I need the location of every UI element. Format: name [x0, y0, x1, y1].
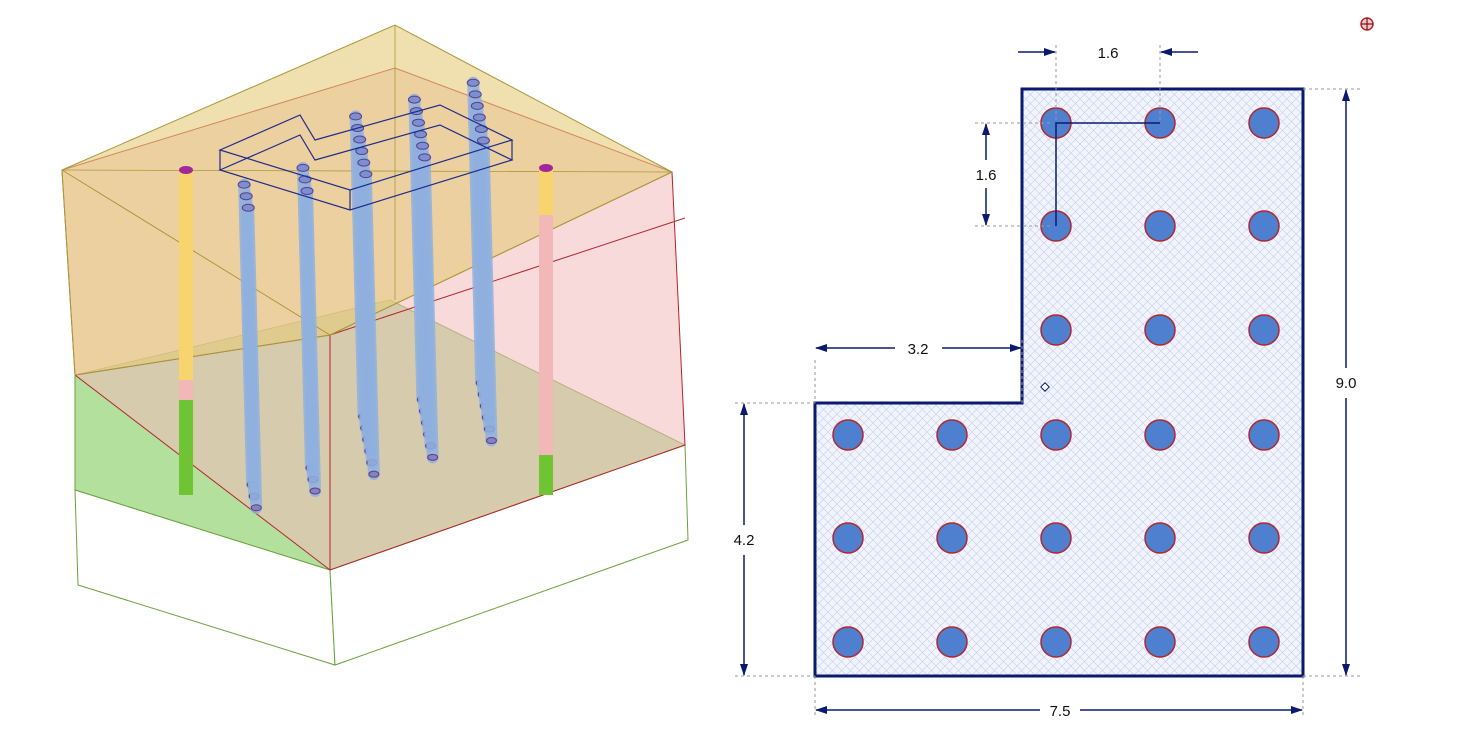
plan-pile — [1248, 314, 1280, 346]
pile-3d-head — [472, 113, 486, 122]
dim-label-total-width: 7.5 — [1050, 703, 1071, 720]
pile-3d-tip — [427, 453, 439, 461]
pile-3d-head — [355, 147, 369, 156]
pile-3d-tip — [485, 437, 497, 445]
plan-pile — [832, 419, 864, 451]
plan-pile — [936, 626, 968, 658]
plan-pile — [1040, 626, 1072, 658]
pile-cap-outline — [218, 104, 514, 211]
dim-pile-spacing-x: 1.6 — [1018, 45, 1198, 62]
pile-3d-shaft — [477, 134, 498, 447]
plan-pile — [1040, 314, 1072, 346]
pile-3d-shaft — [418, 151, 439, 464]
plan-pile — [936, 419, 968, 451]
spacing-reference — [1055, 122, 1160, 226]
pile-3d-head — [357, 158, 371, 167]
pile-3d-head — [237, 180, 251, 189]
plan-pile — [1144, 314, 1176, 346]
plan-pile — [1248, 522, 1280, 554]
plan-pile — [1144, 210, 1176, 242]
plan-pile — [936, 522, 968, 554]
dim-total-height: 9.0 — [1336, 89, 1357, 676]
pile-3d-shaft — [242, 201, 263, 514]
pile-3d-head — [239, 192, 253, 201]
dim-label-spacing-x: 1.6 — [1098, 45, 1119, 62]
plan-pile — [1248, 210, 1280, 242]
view-3d — [61, 24, 689, 666]
pile-3d-head — [296, 163, 310, 172]
pile-3d-head — [353, 135, 367, 144]
plan-piles — [832, 107, 1280, 658]
top-surface-edge — [61, 169, 673, 336]
pile-3d-head — [476, 136, 490, 145]
pile-3d-head — [300, 186, 314, 195]
piles-3d — [237, 76, 498, 514]
pile-3d-head — [418, 153, 432, 162]
pile-3d-head — [412, 118, 425, 127]
plan-pile — [1248, 626, 1280, 658]
dim-notch-width: 3.2 — [815, 341, 1022, 358]
dim-total-width: 7.5 — [815, 703, 1303, 720]
plan-pile — [1144, 419, 1176, 451]
borehole-right — [539, 164, 553, 495]
dim-pile-spacing-y: 1.6 — [976, 123, 997, 226]
dim-label-notch-width: 3.2 — [908, 341, 929, 358]
pile-3d-head — [416, 141, 430, 150]
pile-3d-shaft — [301, 184, 322, 497]
plan-pile — [1248, 419, 1280, 451]
dim-label-spacing-y: 1.6 — [976, 167, 997, 184]
pile-3d-head — [359, 170, 373, 179]
pile-3d-head — [349, 112, 363, 121]
plan-pile — [1040, 522, 1072, 554]
pile-3d-head — [241, 203, 255, 212]
plan-pile — [1248, 107, 1280, 139]
dim-label-total-height: 9.0 — [1336, 375, 1357, 392]
dim-lower-height: 4.2 — [734, 403, 755, 676]
pile-3d-head — [470, 101, 484, 110]
origin-crosshair-icon[interactable] — [1360, 17, 1374, 31]
centroid-marker — [1040, 382, 1050, 392]
pile-3d-tip — [250, 504, 262, 512]
pile-3d-head — [468, 90, 482, 99]
plan-pile — [1144, 522, 1176, 554]
plan-pile — [1040, 419, 1072, 451]
pile-3d-tip — [368, 470, 380, 478]
borehole-left — [179, 166, 193, 495]
pile-3d-shaft — [359, 168, 380, 481]
pile-3d-tip — [309, 487, 321, 495]
plan-view: 1.6 1.6 3.2 4.2 9.0 — [734, 17, 1374, 720]
pile-3d-head — [466, 78, 480, 87]
pile-3d-head — [407, 95, 421, 104]
dim-label-lower-height: 4.2 — [734, 532, 755, 549]
plan-pile — [832, 626, 864, 658]
plan-pile — [832, 522, 864, 554]
plan-pile — [1144, 626, 1176, 658]
